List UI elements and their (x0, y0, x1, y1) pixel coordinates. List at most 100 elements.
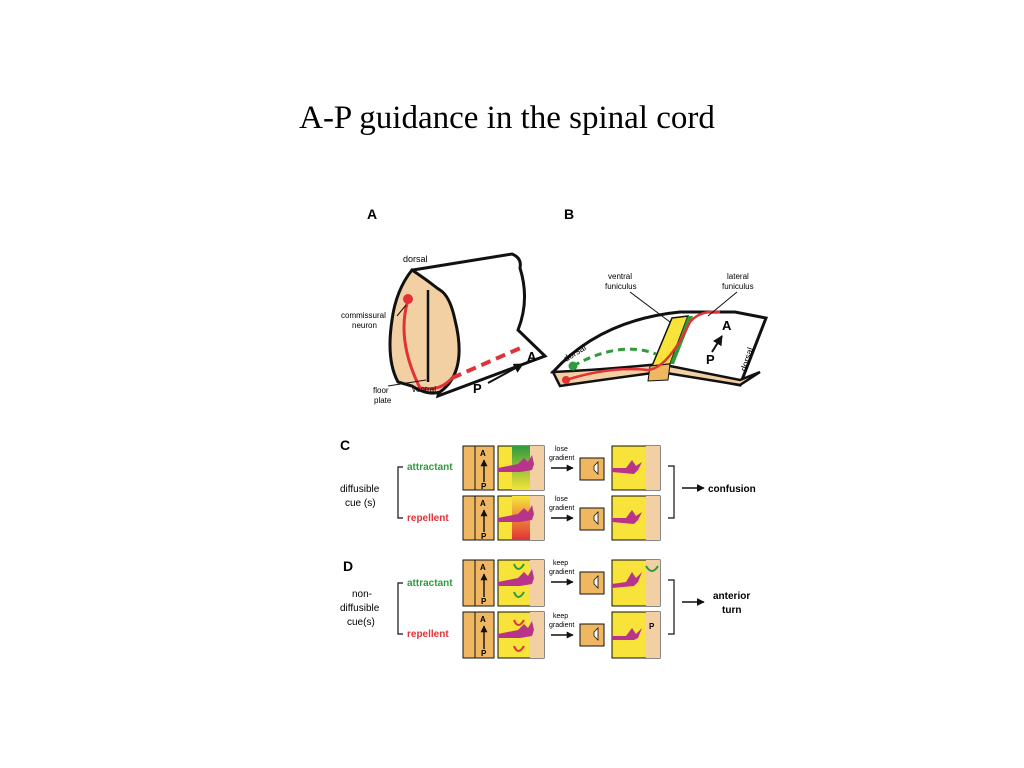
axon-path-b-red (565, 310, 721, 382)
tile-a: A (480, 563, 486, 572)
tile-a: A (480, 615, 486, 624)
green-cup-marks (513, 563, 525, 598)
panel-b-letter: B (564, 206, 574, 222)
growth-cone-small (593, 575, 599, 589)
arrow-label-2: gradient (549, 622, 574, 629)
label-ventral-funiculus-1: ventral (608, 272, 632, 281)
tile-p-right: P (649, 622, 655, 631)
floor-column-result (646, 560, 660, 606)
panel-c-letter: C (340, 437, 350, 453)
tile-p: P (481, 482, 487, 491)
panel-c: C diffusible cue (s) attractant repellen… (340, 437, 756, 541)
repellent-label: repellent (407, 513, 449, 524)
floor-column-result (646, 496, 660, 540)
floor-column (530, 560, 544, 606)
pa-arrow-b (711, 335, 723, 353)
panel-b: B ventral funiculus lateral funiculus do… (549, 206, 769, 388)
label-floor: floor (373, 386, 389, 395)
growth-cone (498, 621, 534, 638)
green-cup-result (645, 565, 659, 572)
growth-cone-small (593, 461, 599, 475)
growth-cone-small (593, 511, 599, 525)
panel-a-letter: A (367, 206, 377, 222)
growth-cone-result (612, 510, 642, 524)
arrow-label-2: gradient (549, 455, 574, 462)
growth-cone-result (612, 572, 642, 588)
label-lateral-funiculus-1: lateral (727, 272, 749, 281)
axon-path-a (402, 299, 454, 391)
arrow-label-2: gradient (549, 505, 574, 512)
growth-cone (498, 455, 534, 472)
bracket-left (397, 582, 403, 635)
bracket-right (668, 465, 675, 519)
arrow-label-1: lose (555, 496, 568, 503)
tile-strip (462, 495, 495, 541)
outcome-label: confusion (708, 484, 756, 495)
red-cup-marks (513, 619, 525, 652)
floor-leader (387, 379, 427, 387)
tile-a: A (480, 499, 486, 508)
axon-dashed-a (451, 344, 526, 380)
outcome-label-2: turn (722, 605, 741, 616)
open-book-floor (551, 362, 761, 388)
growth-cone-result (612, 460, 642, 474)
tile-strip-small (579, 571, 605, 595)
label-plate: plate (374, 396, 392, 405)
label-ventral-funiculus-2: funiculus (605, 282, 637, 291)
label-b-p: P (706, 352, 715, 367)
tile-strip-small (579, 507, 605, 531)
floor-column (530, 612, 544, 658)
lateral-funiculus-leader (707, 291, 738, 317)
panel-d-letter: D (343, 558, 353, 574)
bracket-left (397, 466, 403, 519)
growth-cone-small (593, 627, 599, 641)
arrow-label-1: keep (553, 560, 568, 567)
tile-strip (462, 611, 495, 659)
label-dorsal: dorsal (403, 254, 428, 264)
label-b-a: A (722, 318, 732, 333)
tile-strip-small (579, 623, 605, 647)
commissural-leader (396, 304, 407, 317)
arrow-label-1: keep (553, 613, 568, 620)
arrow-label-1: lose (555, 446, 568, 453)
green-neuron-dot (568, 361, 578, 371)
label-lateral-funiculus-2: funiculus (722, 282, 754, 291)
panel-a: A dorsal commissural neuron floor plate … (341, 206, 548, 405)
repellent-label: repellent (407, 629, 449, 640)
floor-column (530, 446, 544, 490)
cue-label-1: diffusible (340, 484, 380, 495)
cue-label-2: cue (s) (345, 498, 376, 509)
tile-a: A (480, 449, 486, 458)
label-ventral: ventral (412, 385, 436, 394)
slide-title: A-P guidance in the spinal cord (299, 100, 715, 136)
tile-p: P (481, 597, 487, 606)
growth-cone (498, 505, 534, 522)
cue-label-3: cue(s) (347, 617, 375, 628)
label-commissural: commissural (341, 311, 386, 320)
label-p: P (473, 381, 482, 396)
bracket-right (668, 579, 675, 635)
cue-label-2: diffusible (340, 603, 380, 614)
cue-label-1: non- (352, 589, 372, 600)
panel-d: D non- diffusible cue(s) attractant repe… (340, 558, 750, 659)
attractant-label: attractant (407, 462, 453, 473)
tile-strip (462, 559, 495, 607)
red-neuron-dot (562, 376, 570, 384)
commissural-neuron-dot (403, 294, 413, 304)
tile-strip-small (579, 457, 605, 481)
tile-p: P (481, 649, 487, 658)
outcome-label-1: anterior (713, 591, 750, 602)
label-neuron: neuron (352, 321, 377, 330)
ventral-funiculus-leader (629, 291, 671, 323)
pa-arrow (487, 363, 524, 384)
floor-column-result (646, 446, 660, 490)
arrow-label-2: gradient (549, 569, 574, 576)
growth-cone (498, 569, 534, 586)
axon-path-b-green (572, 347, 657, 368)
attractant-label: attractant (407, 578, 453, 589)
tile-strip (462, 445, 495, 491)
floor-column (530, 496, 544, 540)
tile-p: P (481, 532, 487, 541)
label-a: A (527, 349, 537, 364)
